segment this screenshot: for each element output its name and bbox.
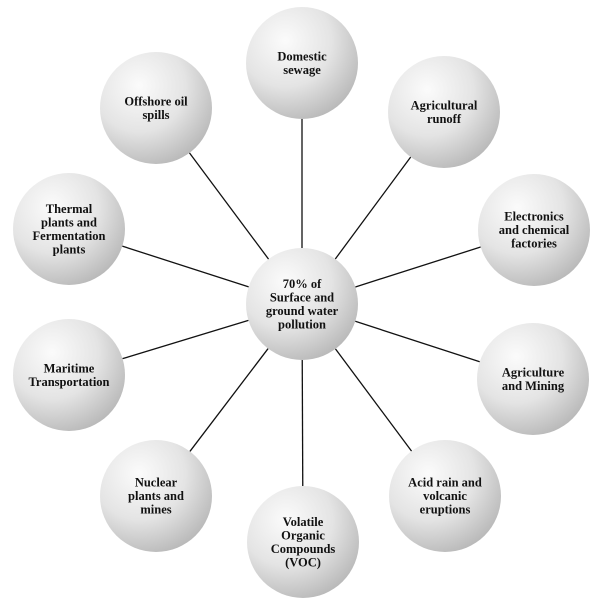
node-nuclear-plants-circle (100, 440, 212, 552)
node-voc-label-line: (VOC) (285, 555, 321, 569)
node-thermal-fermentation-label-line: Fermentation (33, 229, 106, 243)
node-acid-rain-volcanic-label-line: Acid rain and (408, 476, 482, 490)
node-acid-rain-volcanic-label-line: volcanic (423, 489, 467, 503)
node-domestic-sewage-label-line: sewage (283, 63, 321, 77)
node-nuclear-plants-label-line: mines (140, 503, 171, 517)
center-node-label-line: pollution (278, 317, 326, 331)
connector-line-agricultural-runoff (334, 156, 412, 260)
center-node-label-line: ground water (266, 304, 339, 318)
node-agricultural-runoff-circle (388, 56, 500, 168)
node-offshore-oil-spills-circle (100, 52, 212, 164)
node-agricultural-runoff-label-line: runoff (427, 112, 462, 126)
node-electronics-chemical-circle (478, 174, 590, 286)
node-thermal-fermentation-label-line: Thermal (46, 202, 93, 216)
node-offshore-oil-spills-label-line: spills (142, 108, 169, 122)
node-thermal-fermentation-label-line: plants and (41, 215, 97, 229)
node-maritime-transportation-circle (13, 319, 125, 431)
center-node-label-line: 70% of (283, 277, 322, 291)
node-electronics-chemical-label-line: factories (511, 237, 557, 251)
node-domestic-sewage-label-line: Domestic (277, 49, 327, 63)
node-maritime-transportation-label-line: Maritime (44, 361, 95, 375)
node-acid-rain-volcanic-label-line: eruptions (420, 503, 471, 517)
node-acid-rain-volcanic-circle (389, 440, 501, 552)
node-thermal-fermentation-circle (13, 173, 125, 285)
node-agriculture-mining-label-line: and Mining (502, 379, 565, 393)
node-thermal-fermentation-label-line: plants (53, 242, 86, 256)
center-node-circle (246, 248, 358, 360)
node-voc-circle (247, 486, 359, 598)
node-agriculture-mining-label-line: Agriculture (502, 365, 565, 379)
connector-line-voc (301, 359, 304, 487)
connector-line-offshore-oil-spills (188, 152, 270, 260)
node-domestic-sewage-circle (246, 7, 358, 119)
connector-line-agriculture-mining (355, 320, 480, 363)
node-electronics-chemical-label-line: and chemical (499, 223, 570, 237)
node-voc-label-line: Compounds (271, 542, 336, 556)
connector-line-acid-rain-volcanic (334, 348, 413, 452)
center-node-label-line: Surface and (270, 290, 334, 304)
node-electronics-chemical-label-line: Electronics (504, 210, 564, 224)
node-maritime-transportation-label-line: Transportation (28, 375, 109, 389)
node-voc-label-line: Volatile (283, 515, 324, 529)
node-offshore-oil-spills-label-line: Offshore oil (124, 94, 188, 108)
connector-line-maritime-transportation (122, 319, 249, 360)
connector-line-thermal-fermentation (122, 245, 249, 288)
node-nuclear-plants-label-line: Nuclear (135, 476, 178, 490)
node-voc-label-line: Organic (281, 528, 325, 542)
node-agriculture-mining-circle (477, 323, 589, 435)
node-nuclear-plants-label-line: plants and (128, 489, 184, 503)
node-agricultural-runoff-label-line: Agricultural (411, 98, 478, 112)
connector-line-nuclear-plants (189, 348, 269, 452)
connector-line-electronics-chemical (355, 246, 481, 288)
